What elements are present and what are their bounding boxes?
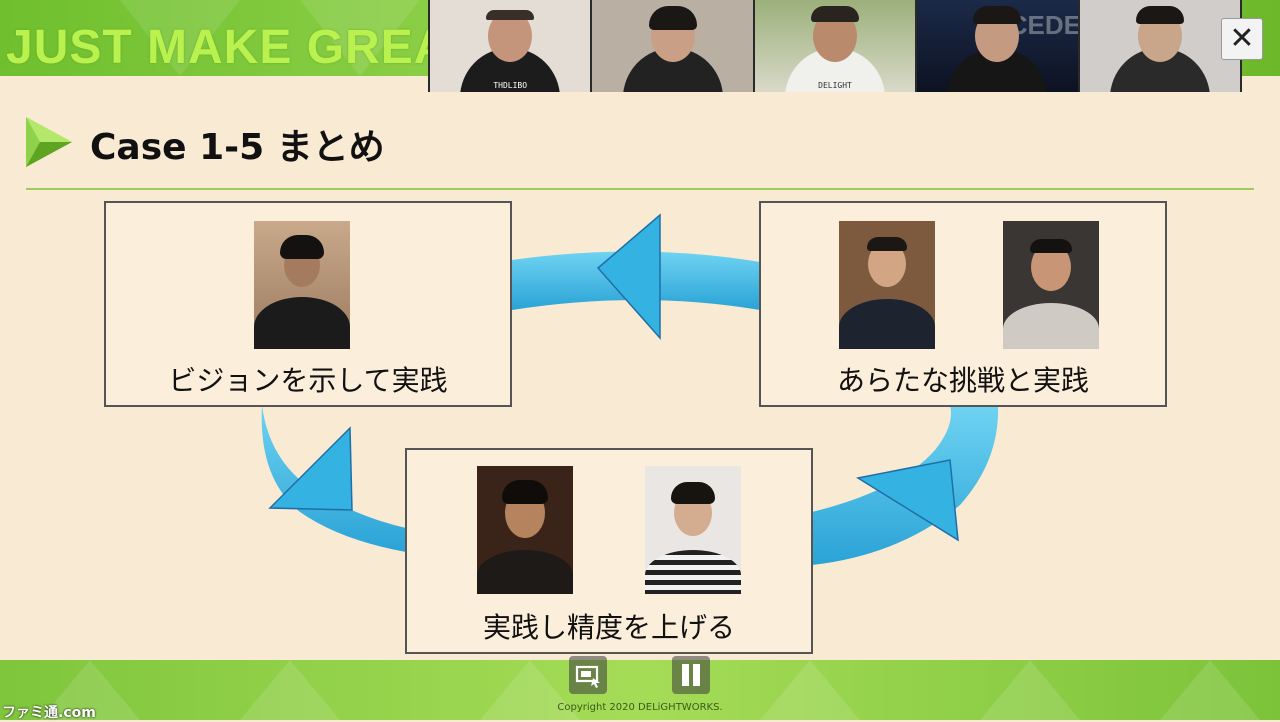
participant-video-1[interactable]: THDLIBO	[430, 0, 591, 92]
challenge-label: あらたな挑戦と実践	[836, 364, 1089, 397]
shirt-text: THDLIBO	[493, 81, 528, 90]
person-photo	[645, 466, 741, 594]
banner-text: JUST MAKE GREAT	[6, 21, 477, 74]
person-photo	[254, 221, 350, 349]
precision-box: 実践し精度を上げる	[405, 448, 813, 654]
shirt-text: DELIGHT	[818, 81, 852, 90]
precision-label: 実践し精度を上げる	[482, 611, 735, 644]
participant-video-3[interactable]: DELIGHT	[754, 0, 916, 92]
copyright-text: Copyright 2020 DELiGHTWORKS.	[557, 702, 723, 713]
close-icon: ✕	[1229, 21, 1255, 56]
person-photo	[1003, 221, 1099, 349]
vision-label: ビジョンを示して実践	[168, 364, 448, 397]
screen-share-icon	[575, 665, 600, 688]
slide-title: Case 1-5 まとめ	[90, 127, 385, 168]
pause-button[interactable]	[672, 656, 710, 694]
participant-video-5[interactable]	[1079, 0, 1241, 92]
person-photo	[839, 221, 935, 349]
cycle-arrowhead-right	[855, 459, 959, 542]
cycle-arrow-left	[261, 405, 406, 552]
participant-video-4[interactable]: CEDEC2020	[917, 0, 1078, 92]
play-triangle-icon	[26, 117, 72, 167]
cycle-arrowhead-left	[268, 426, 353, 511]
title-divider	[26, 188, 1254, 190]
cycle-arrowhead-top	[596, 213, 661, 340]
vision-box: ビジョンを示して実践	[104, 201, 512, 407]
screen-share-button[interactable]	[569, 656, 607, 694]
close-button[interactable]: ✕	[1221, 18, 1263, 60]
challenge-box: あらたな挑戦と実践	[759, 201, 1167, 407]
participant-video-2[interactable]	[592, 0, 753, 92]
site-watermark: ファミ通.com	[2, 705, 96, 721]
pause-icon	[682, 664, 700, 686]
video-strip: THDLIBO DELIGHT CEDEC2020	[428, 0, 1242, 92]
person-photo	[477, 466, 573, 594]
bottom-banner	[0, 660, 1280, 720]
